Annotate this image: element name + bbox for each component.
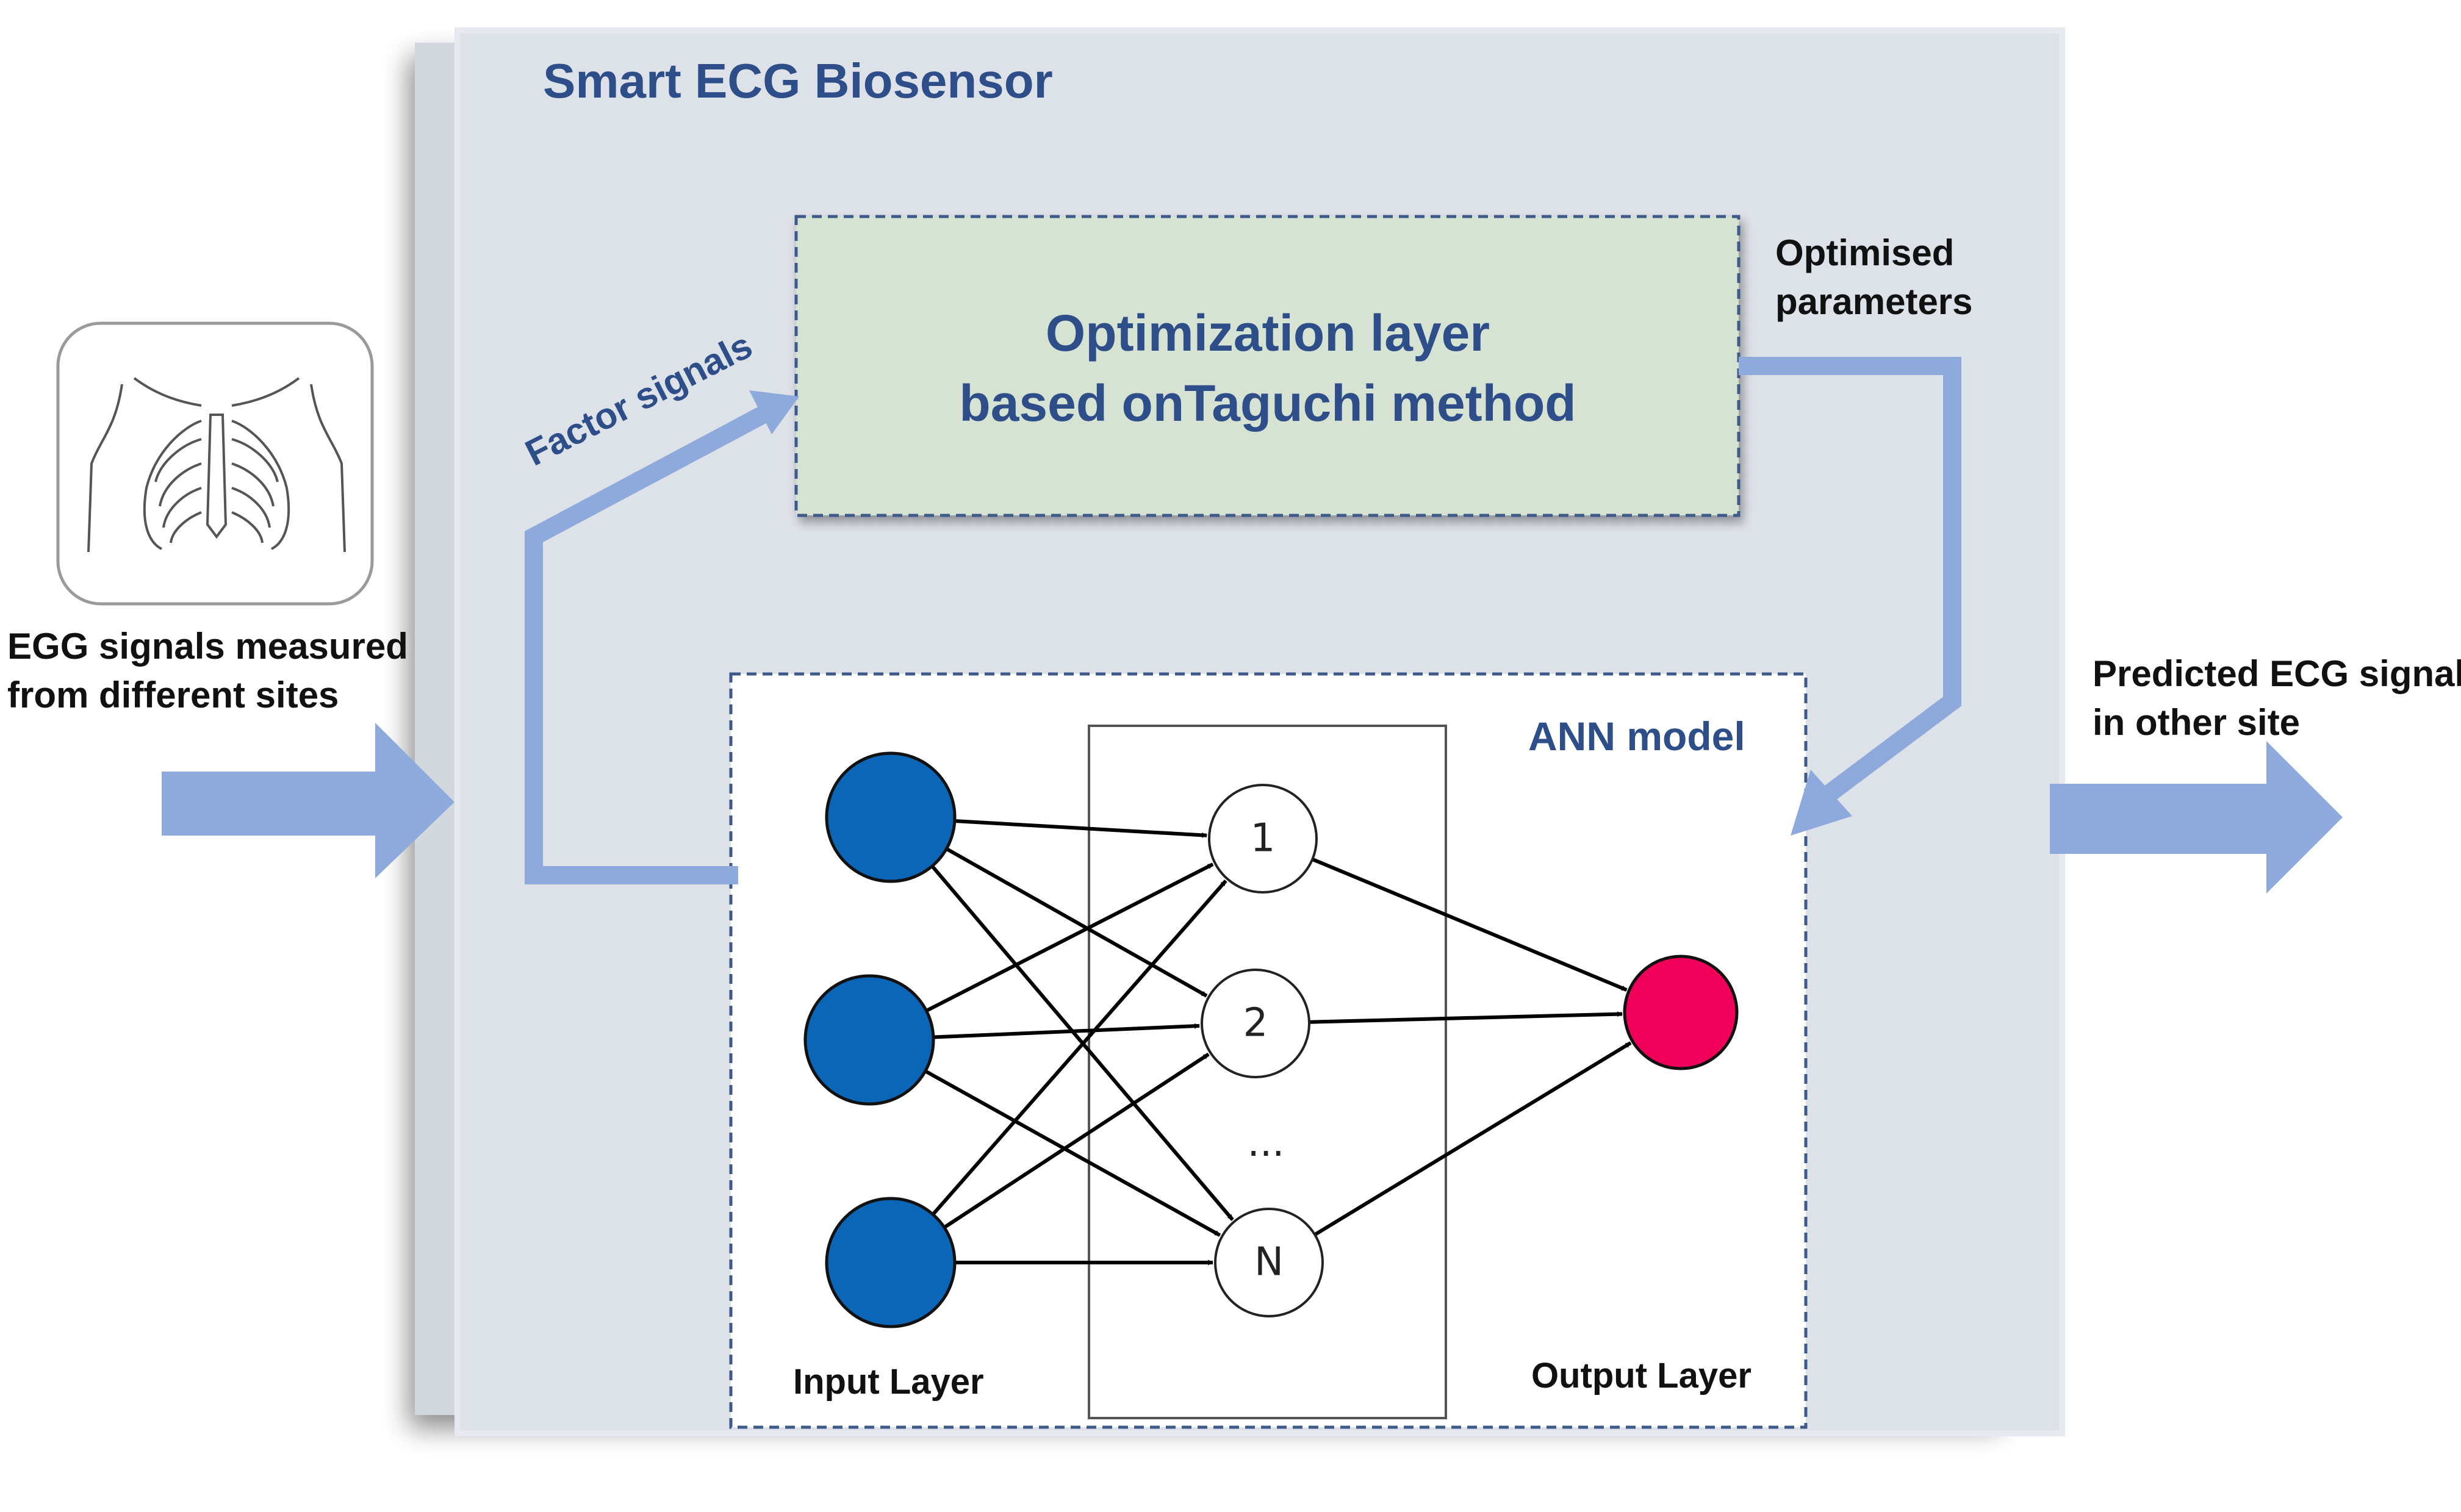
ann-model-title: ANN model (1528, 714, 1745, 759)
output-node (1623, 955, 1739, 1070)
nn-edge (1312, 858, 1628, 992)
hidden-node-label: 2 (1243, 1001, 1268, 1046)
nn-edge (1309, 1011, 1623, 1024)
optimised-parameters-line1: Optimised (1775, 232, 1954, 273)
hidden-node-label: 1 (1251, 816, 1276, 861)
hidden-node (1201, 969, 1310, 1078)
optimization-layer-line1: Optimization layer (1046, 304, 1490, 362)
nn-edge (943, 1052, 1210, 1229)
optimised-parameters-arrow (1739, 357, 1961, 836)
biosensor-title: Smart ECG Biosensor (543, 54, 1053, 108)
output-caption-line2: in other site (2093, 702, 2300, 743)
nn-edge (932, 880, 1227, 1216)
hidden-node (1208, 784, 1318, 894)
nn-edge (1313, 1041, 1632, 1236)
input-arrow (162, 723, 454, 878)
hidden-node-label: N (1254, 1240, 1284, 1285)
hidden-node (1214, 1208, 1324, 1317)
input-layer-label: Input Layer (793, 1362, 984, 1402)
hidden-ellipsis: ... (1247, 1120, 1284, 1166)
nn-edge (924, 1069, 1221, 1237)
output-arrow (2050, 741, 2343, 894)
optimised-parameters-line2: parameters (1775, 281, 1973, 322)
input-node (825, 1197, 957, 1328)
input-caption-line2: from different sites (7, 675, 339, 715)
nn-edges (924, 819, 1632, 1266)
optimization-layer-box (794, 215, 1741, 517)
input-caption-line1: EGG signals measured (7, 626, 408, 667)
nn-edge (945, 847, 1208, 998)
output-caption-line1: Predicted ECG signal (2093, 653, 2461, 694)
input-node (825, 751, 957, 883)
nn-edge (933, 1023, 1200, 1039)
hidden-layer-frame (1088, 725, 1447, 1419)
ribcage-torso-icon (56, 321, 374, 606)
input-node (803, 974, 935, 1106)
nn-edge (925, 862, 1214, 1012)
factor-signals-arrow (525, 390, 799, 884)
optimization-layer-line2: based onTaguchi method (959, 374, 1576, 432)
nn-edge (954, 819, 1208, 838)
output-layer-label: Output Layer (1531, 1356, 1751, 1396)
